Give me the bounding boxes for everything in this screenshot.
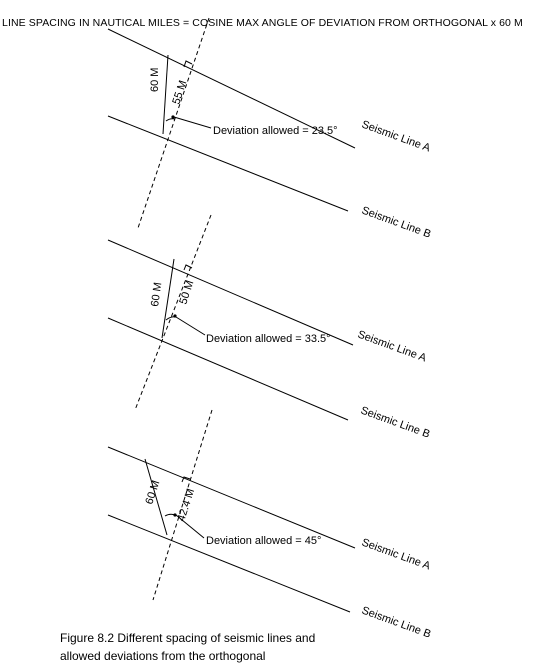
figure-caption-line-2: allowed deviations from the orthogonal [60,649,265,663]
header-formula: LINE SPACING IN NAUTICAL MILES = COSINE … [2,17,523,29]
seismic-line-b [107,514,351,613]
seismic-line-a-label: Seismic Line A [360,119,433,155]
hypotenuse-label: 60 M [149,282,164,308]
right-angle-marker [181,476,191,483]
hypotenuse-label: 60 M [149,68,161,92]
deviation-leader [173,116,212,129]
spacing-label: 42.4 M [175,487,197,523]
seismic-line-a [107,446,356,549]
hypotenuse-label: 60 M [143,479,162,506]
seismic-line-b-label: Seismic Line B [360,605,432,641]
leader-dot [171,115,175,119]
panel-3: 60 M 42.4 M Deviation allowed = 45° Seis… [107,409,433,641]
hypotenuse-line [161,258,175,339]
panel-2: 60 M 50 M Deviation allowed = 33.5° Seis… [107,214,431,441]
hypotenuse-line [162,54,169,135]
leader-dot [173,314,177,318]
deviation-label: Deviation allowed = 45° [206,535,321,547]
right-angle-marker [183,60,193,68]
orthogonal-path [134,214,212,411]
seismic-line-a [107,239,354,346]
hypotenuse-line [144,458,168,536]
deviation-leader [175,316,206,336]
leader-dot [173,513,177,517]
seismic-line-b-label: Seismic Line B [359,405,431,441]
right-angle-marker [183,264,193,271]
seismic-line-a-label: Seismic Line A [360,537,433,573]
spacing-label: 55 M [170,79,189,106]
seismic-line-a-label: Seismic Line A [356,329,429,365]
angle-arc [165,118,176,122]
deviation-leader [175,514,205,539]
panel-1: 60 M 55 M Deviation allowed = 23.5° Seis… [107,17,433,241]
orthogonal-path [152,409,213,601]
seismic-line-a [107,28,356,149]
seismic-line-b [107,115,349,212]
orthogonal-path [137,17,210,229]
deviation-label: Deviation allowed = 23.5° [213,125,338,137]
seismic-line-b-label: Seismic Line B [360,205,432,241]
seismic-line-b [107,317,349,421]
deviation-label: Deviation allowed = 33.5° [206,333,331,345]
spacing-label: 50 M [177,279,196,306]
figure-caption-line-1: Figure 8.2 Different spacing of seismic … [60,631,315,645]
